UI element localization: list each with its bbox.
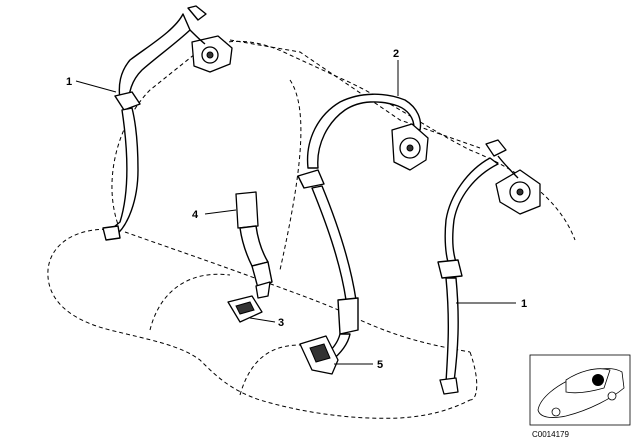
diagram-code: C0014179 — [532, 430, 569, 439]
right-buckle-part — [299, 335, 339, 375]
callout-label: 4 — [192, 209, 199, 221]
callout-label: 5 — [377, 359, 383, 371]
left-retractor — [189, 29, 233, 73]
car-location-thumbnail-icon — [529, 354, 631, 426]
center-seat-belt — [297, 93, 429, 363]
callout-5: 5 — [334, 359, 383, 371]
callout-label: 1 — [521, 298, 527, 310]
lap-buckle-part — [227, 295, 263, 323]
callout-label: 1 — [66, 76, 72, 88]
left-seat-belt — [102, 5, 207, 241]
callout-1-left: 1 — [66, 76, 117, 93]
callout-1-right: 1 — [456, 298, 527, 310]
callout-4: 4 — [192, 209, 237, 221]
callout-label: 2 — [393, 48, 399, 60]
callout-2: 2 — [393, 48, 399, 96]
callout-3: 3 — [249, 317, 284, 329]
center-buckle-part — [235, 191, 273, 299]
callout-label: 3 — [278, 317, 284, 329]
right-seat-belt — [437, 139, 541, 395]
